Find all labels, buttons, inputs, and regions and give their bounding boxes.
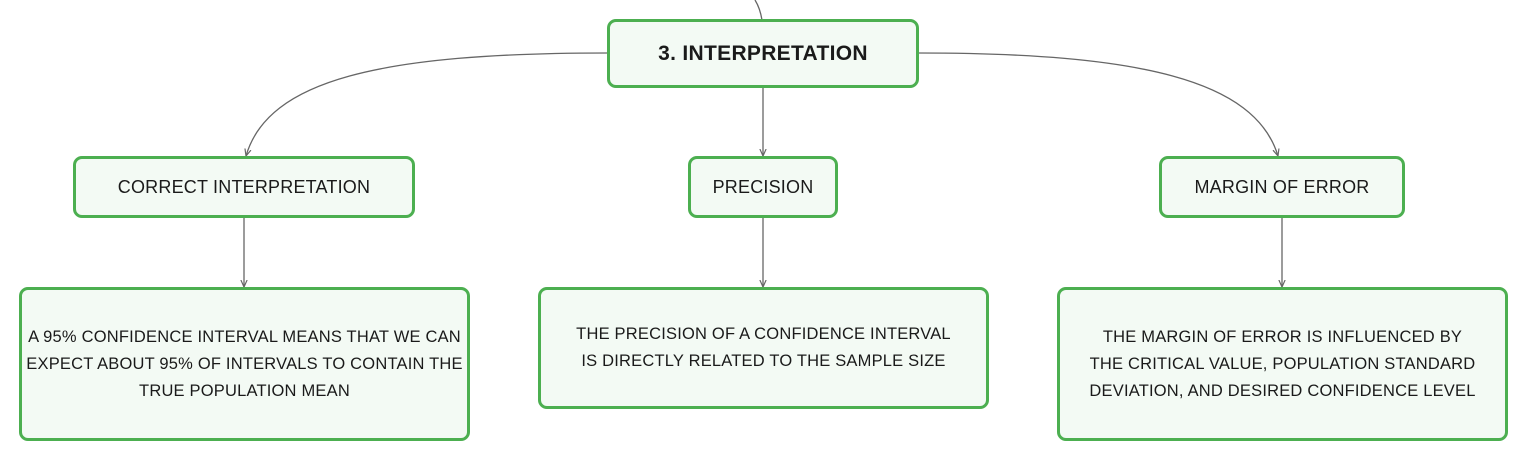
detail-node-precision[interactable]: THE PRECISION OF A CONFIDENCE INTERVAL I… (538, 287, 989, 409)
branch-node-correct-interpretation[interactable]: CORRECT INTERPRETATION (73, 156, 415, 218)
branch-node-margin-of-error[interactable]: MARGIN OF ERROR (1159, 156, 1405, 218)
detail-node-correct-interpretation[interactable]: A 95% CONFIDENCE INTERVAL MEANS THAT WE … (19, 287, 470, 441)
connector-root-to-correct-interpretation (246, 52, 608, 156)
connector-root-to-margin-of-error (917, 52, 1278, 156)
branch-node-label: PRECISION (712, 176, 814, 197)
connector-incoming (754, 0, 763, 21)
root-node-label: 3. INTERPRETATION (658, 41, 868, 65)
branch-node-precision[interactable]: PRECISION (688, 156, 838, 218)
root-node[interactable]: 3. INTERPRETATION (607, 19, 919, 88)
branch-node-label: CORRECT INTERPRETATION (117, 176, 371, 197)
detail-node-text: THE MARGIN OF ERROR IS INFLUENCED BY THE… (1089, 327, 1476, 400)
branch-node-label: MARGIN OF ERROR (1194, 176, 1370, 197)
detail-node-text: A 95% CONFIDENCE INTERVAL MEANS THAT WE … (26, 327, 463, 400)
detail-node-text: THE PRECISION OF A CONFIDENCE INTERVAL I… (576, 325, 951, 370)
detail-node-margin-of-error[interactable]: THE MARGIN OF ERROR IS INFLUENCED BY THE… (1057, 287, 1508, 441)
